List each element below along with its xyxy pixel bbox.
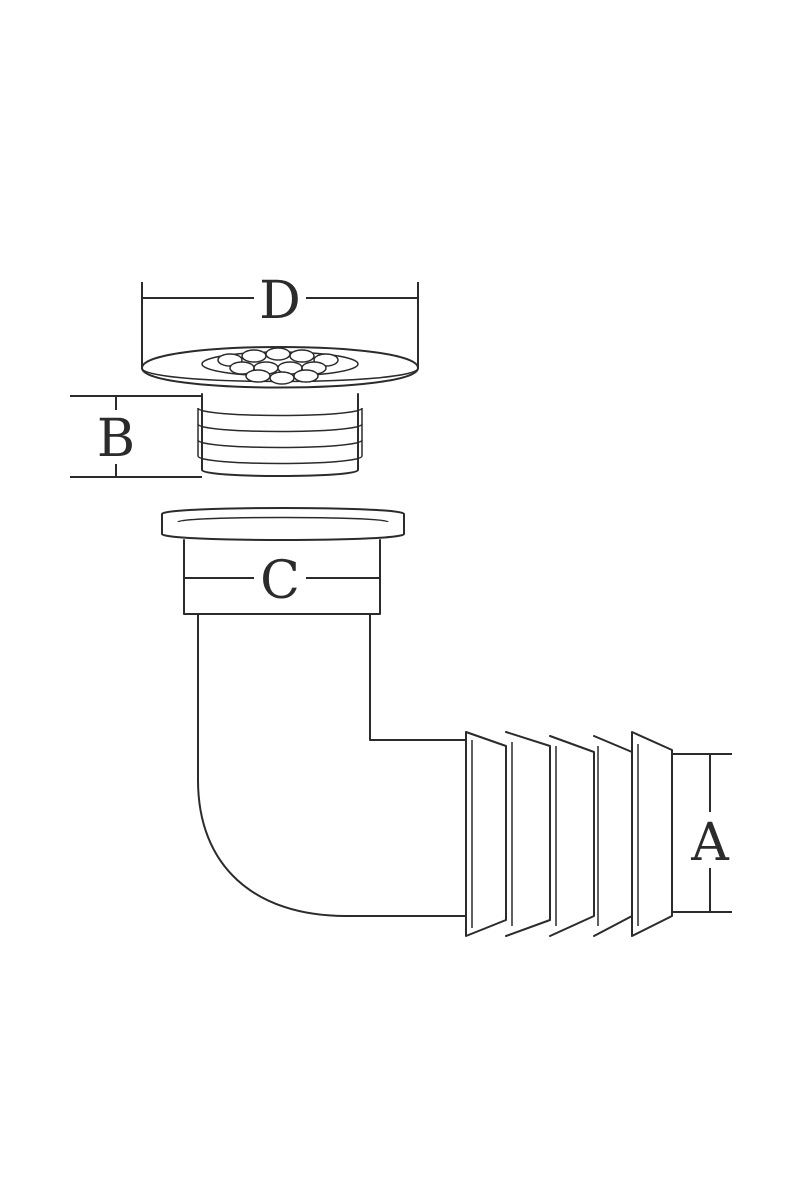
dimension-a: A	[672, 753, 736, 913]
label-c: C	[260, 551, 300, 611]
elbow-bend	[197, 613, 467, 917]
elbow-fitting	[161, 507, 467, 917]
dimension-b: B	[70, 395, 202, 478]
label-b: B	[97, 409, 135, 469]
dimension-d: D	[141, 270, 419, 368]
label-a: A	[690, 813, 730, 873]
hose-barb	[465, 731, 673, 937]
dimension-c: C	[184, 551, 380, 611]
label-d: D	[259, 271, 301, 331]
strainer	[141, 346, 419, 477]
strainer-thread	[197, 393, 363, 477]
elbow-collar	[161, 507, 405, 541]
strainer-grate	[201, 347, 359, 385]
